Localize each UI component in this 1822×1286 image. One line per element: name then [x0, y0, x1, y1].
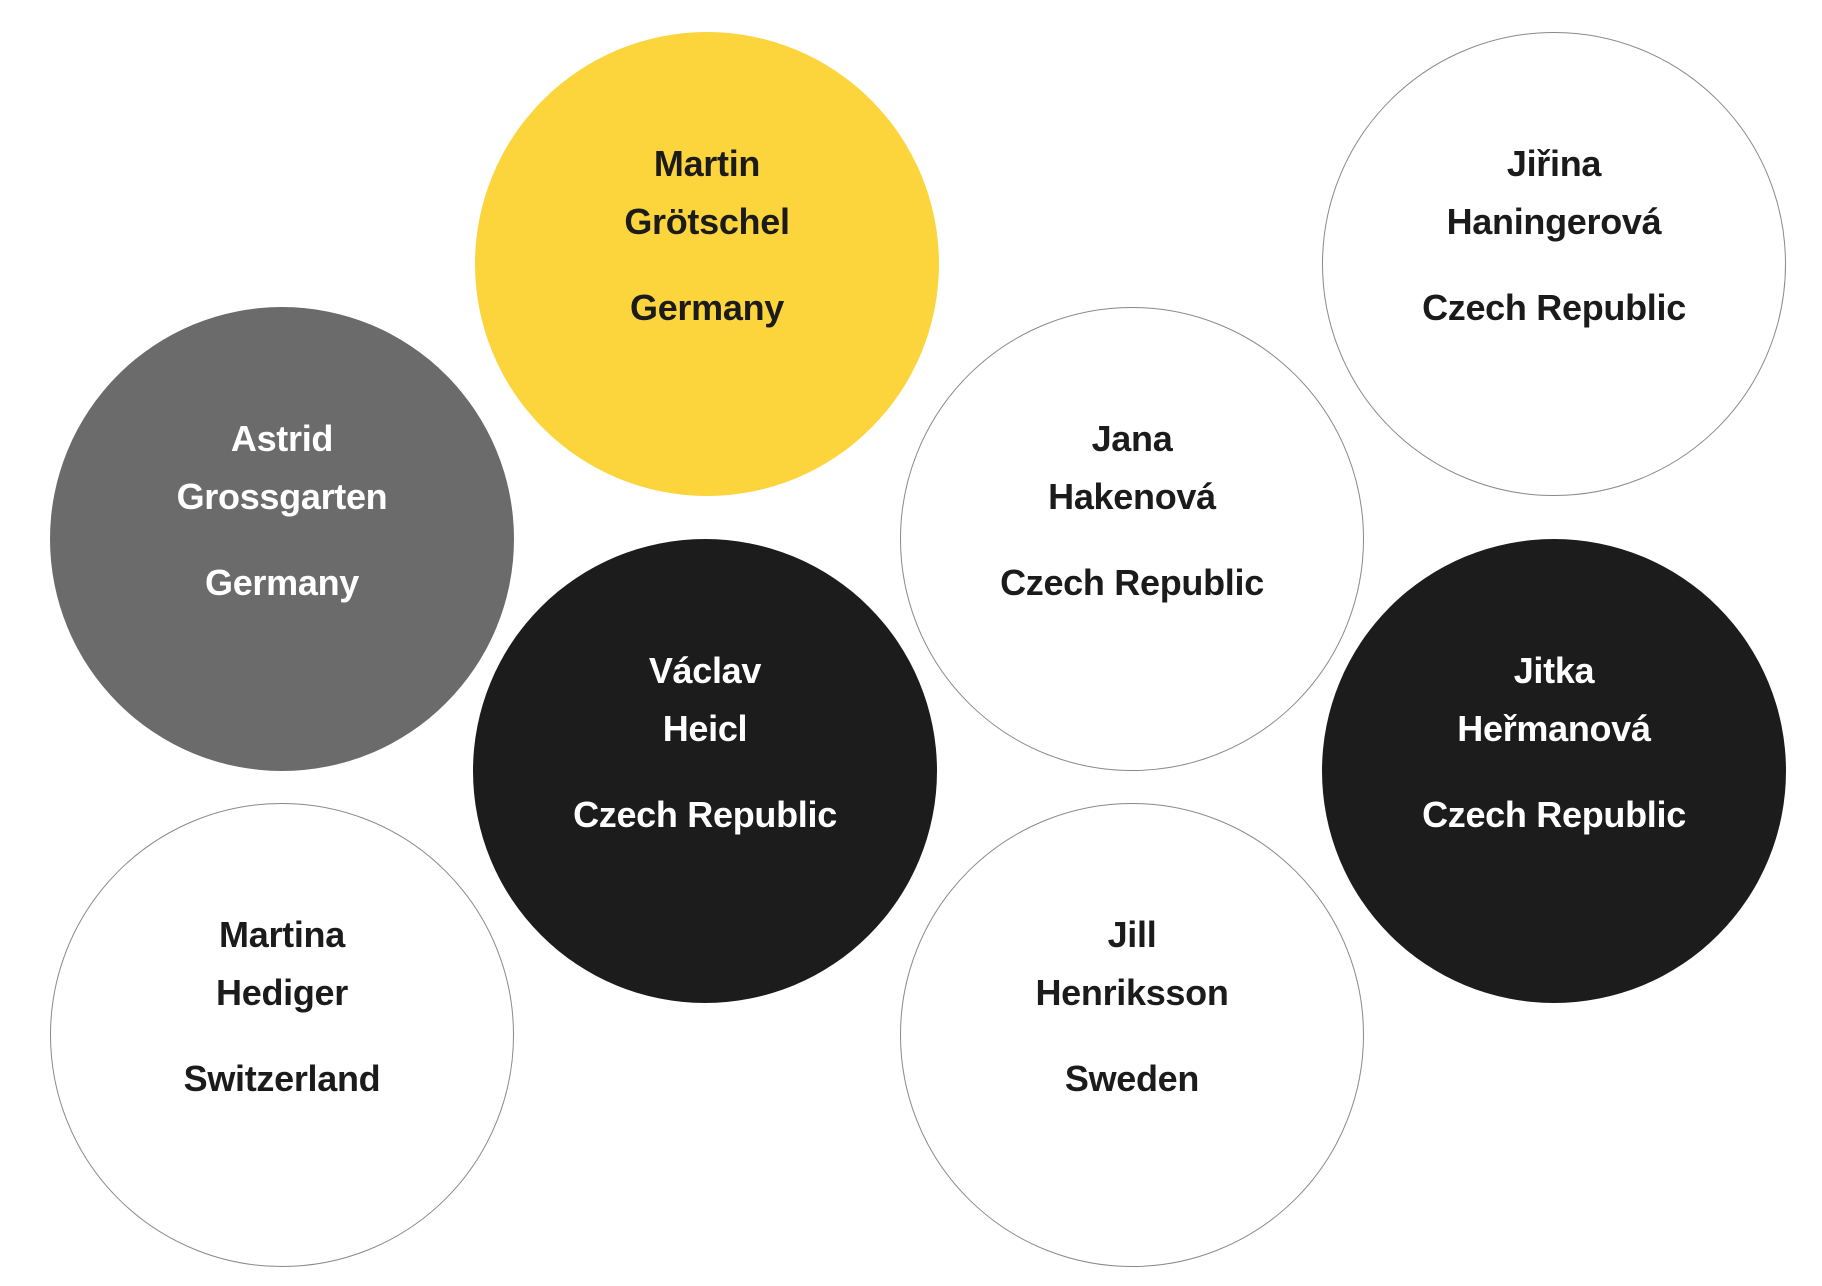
person-first-name: Astrid: [230, 418, 334, 459]
person-card-jirina-haningerova[interactable]: Jiřina Haningerová Czech Republic: [1322, 32, 1786, 496]
person-first-name: Martina: [219, 914, 345, 955]
person-last-name: Heicl: [662, 708, 748, 749]
person-card-vaclav-heicl[interactable]: Václav Heicl Czech Republic: [473, 539, 937, 1003]
person-first-name: Jana: [1091, 418, 1173, 459]
person-country: Germany: [205, 562, 359, 603]
person-country: Switzerland: [183, 1058, 381, 1099]
person-card-jill-henriksson[interactable]: Jill Henriksson Sweden: [900, 803, 1364, 1267]
person-text: Jana Hakenová Czech Republic: [1000, 410, 1264, 612]
person-first-name: Jitka: [1513, 650, 1595, 691]
person-first-name: Martin: [653, 143, 761, 184]
person-last-name: Haningerová: [1446, 201, 1662, 242]
person-country: Czech Republic: [1422, 794, 1686, 835]
person-first-name: Jill: [1107, 914, 1157, 955]
person-last-name: Hakenová: [1048, 476, 1216, 517]
person-last-name: Heřmanová: [1457, 708, 1651, 749]
person-first-name: Václav: [648, 650, 762, 691]
person-card-martina-hediger[interactable]: Martina Hediger Switzerland: [50, 803, 514, 1267]
person-last-name: Grötschel: [624, 201, 790, 242]
person-text: Martin Grötschel Germany: [624, 135, 790, 337]
person-country: Sweden: [1064, 1058, 1200, 1099]
person-country: Germany: [630, 287, 784, 328]
person-text: Václav Heicl Czech Republic: [573, 642, 837, 844]
person-last-name: Hediger: [216, 972, 348, 1013]
person-card-jana-hakenova[interactable]: Jana Hakenová Czech Republic: [900, 307, 1364, 771]
person-first-name: Jiřina: [1506, 143, 1602, 184]
person-text: Jitka Heřmanová Czech Republic: [1422, 642, 1686, 844]
person-last-name: Grossgarten: [176, 476, 388, 517]
person-card-astrid-grossgarten[interactable]: Astrid Grossgarten Germany: [50, 307, 514, 771]
person-text: Jill Henriksson Sweden: [1035, 906, 1228, 1108]
person-country: Czech Republic: [1422, 287, 1686, 328]
person-last-name: Henriksson: [1035, 972, 1229, 1013]
person-card-jitka-hermanova[interactable]: Jitka Heřmanová Czech Republic: [1322, 539, 1786, 1003]
person-country: Czech Republic: [1000, 562, 1264, 603]
person-card-martin-grotschel[interactable]: Martin Grötschel Germany: [475, 32, 939, 496]
person-text: Jiřina Haningerová Czech Republic: [1422, 135, 1686, 337]
person-text: Martina Hediger Switzerland: [184, 906, 381, 1108]
person-country: Czech Republic: [573, 794, 837, 835]
person-text: Astrid Grossgarten Germany: [177, 410, 388, 612]
